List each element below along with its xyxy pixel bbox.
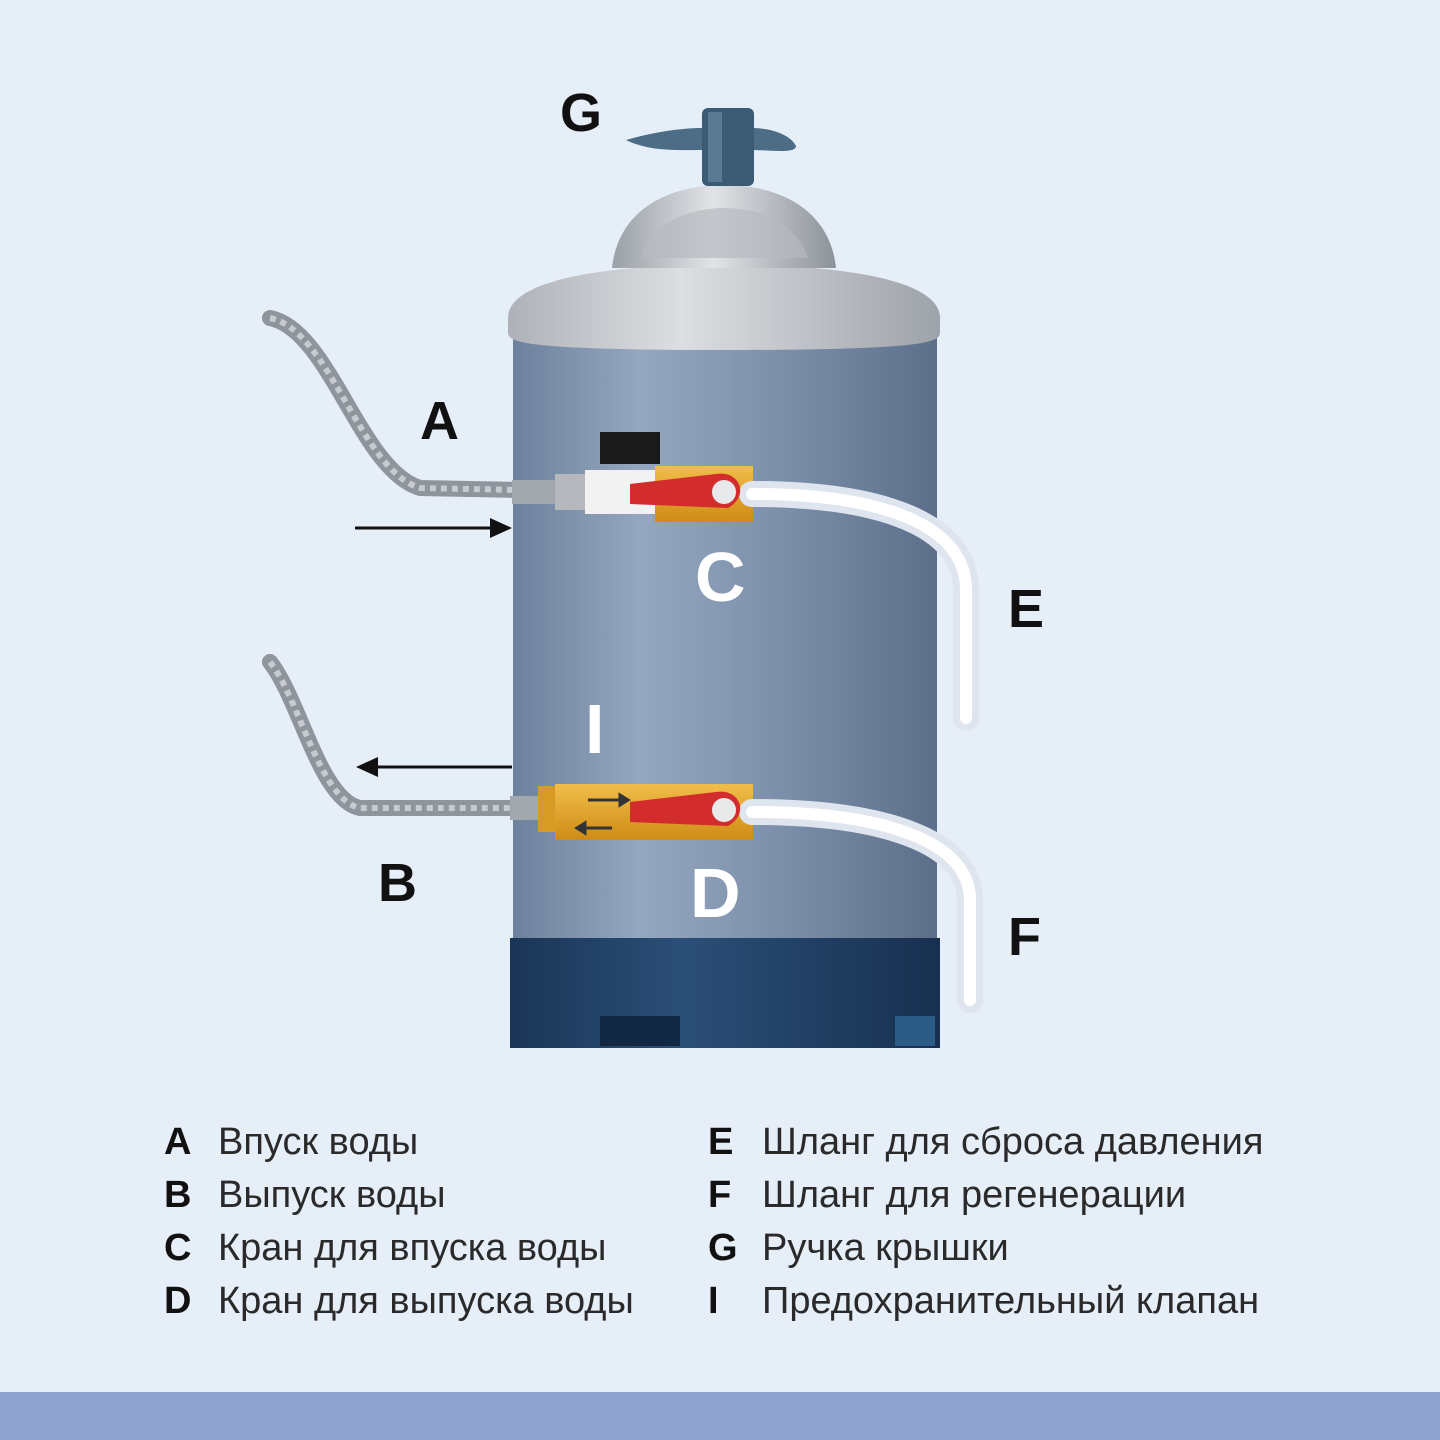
callout-c: C (695, 538, 746, 616)
legend-key-b: B (164, 1174, 192, 1216)
callout-a: A (420, 391, 459, 451)
safety-valve-cap (600, 432, 660, 464)
tank-body (513, 330, 937, 950)
legend-text-d: Кран для выпуска воды (218, 1280, 634, 1322)
callout-g: G (560, 83, 603, 143)
arrow-right-icon (355, 518, 512, 538)
legend-text-c: Кран для впуска воды (218, 1227, 607, 1269)
legend-right: E Шланг для сброса давления F Шланг для … (708, 1122, 1263, 1322)
legend-key-d: D (164, 1280, 192, 1322)
callout-b: B (378, 853, 417, 913)
legend-key-f: F (708, 1174, 732, 1216)
legend-text-i: Предохранительный клапан (762, 1280, 1260, 1322)
flow-arrows (574, 792, 631, 836)
legend-text-e: Шланг для сброса давления (762, 1121, 1264, 1163)
arrow-left-icon (356, 757, 512, 777)
legend-text-g: Ручка крышки (762, 1227, 1009, 1269)
outlet-valve-handle[interactable] (630, 791, 741, 826)
legend-text-b: Выпуск воды (218, 1174, 446, 1216)
bottom-band (0, 1392, 1440, 1440)
legend-text-f: Шланг для регенерации (762, 1174, 1187, 1216)
callout-d: D (690, 854, 741, 932)
legend-left: A Впуск воды B Выпуск воды C Кран для вп… (164, 1122, 634, 1322)
tank-base (510, 938, 940, 1048)
legend-key-g: G (708, 1227, 738, 1269)
callout-i: I (585, 690, 605, 768)
legend-key-i: I (708, 1280, 719, 1322)
inlet-valve-handle[interactable] (630, 473, 741, 508)
callout-f: F (1008, 907, 1041, 967)
callout-e: E (1008, 579, 1045, 639)
legend-key-a: A (164, 1121, 192, 1163)
tank-lid (508, 264, 940, 350)
legend-key-c: C (164, 1227, 192, 1269)
water-softener-diagram (262, 108, 976, 1048)
legend-key-e: E (708, 1121, 734, 1163)
legend-text-a: Впуск воды (218, 1121, 419, 1163)
